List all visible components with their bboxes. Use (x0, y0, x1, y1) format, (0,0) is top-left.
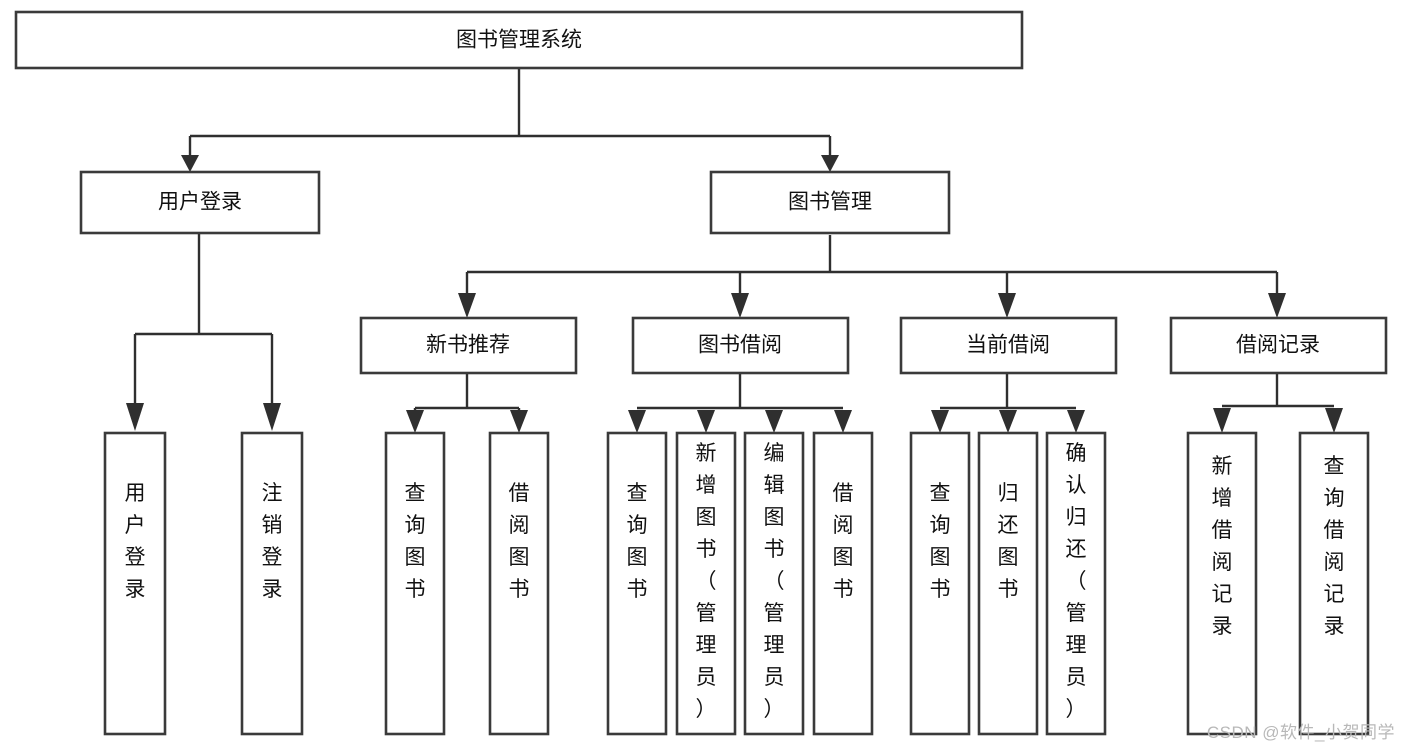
csdn-watermark: CSDN @软件_小贺同学 (1206, 723, 1395, 742)
arrow-head-leaf-user-login (126, 403, 144, 431)
node-book-manage-label: 图书管理 (788, 191, 872, 214)
node-leaf-query-book-2[interactable]: 查询图书 (606, 431, 668, 736)
arrow-head-leaf-add-record (1213, 408, 1231, 433)
node-leaf-borrow-book-2-label: 借阅图书 (833, 482, 854, 601)
arrow-head-leaf-edit-book (765, 410, 783, 433)
node-leaf-user-login-box[interactable] (103, 431, 167, 736)
node-user-login-box[interactable] (79, 170, 321, 235)
node-leaf-add-book-box[interactable] (675, 431, 737, 736)
arrow-head-book-manage (821, 155, 839, 172)
node-leaf-query-record-box[interactable] (1298, 431, 1370, 736)
node-leaf-user-logout[interactable]: 注销登录 (240, 431, 304, 736)
node-borrow-record-box[interactable] (1169, 316, 1388, 375)
node-leaf-query-book-1-box[interactable] (384, 431, 446, 736)
node-book-manage-box[interactable] (709, 170, 951, 235)
node-leaf-return-book-box[interactable] (977, 431, 1039, 736)
node-leaf-query-book-2-box[interactable] (606, 431, 668, 736)
node-leaf-query-book-3[interactable]: 查询图书 (909, 431, 971, 736)
arrow-head-leaf-borrow-book-1 (510, 410, 528, 433)
node-leaf-return-book[interactable]: 归还图书 (977, 431, 1039, 736)
node-book-borrow[interactable]: 图书借阅 (631, 316, 850, 375)
arrow-head-leaf-confirm-return (1067, 410, 1085, 433)
node-root-box[interactable] (14, 10, 1024, 70)
node-leaf-query-book-2-label: 查询图书 (627, 482, 648, 601)
arrow-head-new-book-recommend (458, 293, 476, 318)
node-current-borrow-label: 当前借阅 (966, 334, 1050, 357)
node-leaf-user-login-label: 用户登录 (125, 482, 146, 601)
node-leaf-borrow-book-1[interactable]: 借阅图书 (488, 431, 550, 736)
node-leaf-edit-book-box[interactable] (743, 431, 805, 736)
node-book-manage[interactable]: 图书管理 (709, 170, 951, 235)
node-leaf-edit-book[interactable]: 编辑图书（管理员） (743, 431, 805, 736)
node-book-borrow-label: 图书借阅 (698, 334, 782, 357)
node-leaf-borrow-book-2[interactable]: 借阅图书 (812, 431, 874, 736)
node-user-login[interactable]: 用户登录 (79, 170, 321, 235)
node-leaf-borrow-book-1-box[interactable] (488, 431, 550, 736)
node-borrow-record[interactable]: 借阅记录 (1169, 316, 1388, 375)
arrow-head-leaf-query-book-1 (406, 410, 424, 433)
arrow-head-leaf-query-record (1325, 408, 1343, 433)
node-current-borrow[interactable]: 当前借阅 (899, 316, 1118, 375)
node-leaf-add-record-label: 新增借阅记录 (1212, 455, 1233, 638)
node-root[interactable]: 图书管理系统 (14, 10, 1024, 70)
node-leaf-user-logout-label: 注销登录 (262, 482, 283, 601)
arrow-head-user-login (181, 155, 199, 172)
node-leaf-add-record[interactable]: 新增借阅记录 (1186, 431, 1258, 736)
node-leaf-query-book-3-box[interactable] (909, 431, 971, 736)
arrow-head-book-borrow (731, 293, 749, 318)
node-leaf-confirm-return-label: 确认归还（管理员） (1066, 442, 1087, 721)
node-leaf-confirm-return[interactable]: 确认归还（管理员） (1045, 431, 1107, 736)
node-leaf-query-book-3-label: 查询图书 (930, 482, 951, 601)
node-new-book-recommend-box[interactable] (359, 316, 578, 375)
arrow-head-leaf-return-book (999, 410, 1017, 433)
connector-layer (126, 68, 1343, 433)
node-borrow-record-label: 借阅记录 (1236, 334, 1320, 357)
node-leaf-query-record[interactable]: 查询借阅记录 (1298, 431, 1370, 736)
node-leaf-add-book-label: 新增图书（管理员） (696, 442, 717, 721)
node-leaf-edit-book-label: 编辑图书（管理员） (764, 442, 785, 721)
node-leaf-user-login[interactable]: 用户登录 (103, 431, 167, 736)
arrow-head-leaf-borrow-book-2 (834, 410, 852, 433)
arrow-head-leaf-user-logout (263, 403, 281, 431)
arrow-head-leaf-query-book-2 (628, 410, 646, 433)
node-leaf-borrow-book-1-label: 借阅图书 (509, 482, 530, 601)
node-leaf-borrow-book-2-box[interactable] (812, 431, 874, 736)
node-leaf-query-book-1[interactable]: 查询图书 (384, 431, 446, 736)
node-leaf-user-logout-box[interactable] (240, 431, 304, 736)
node-user-login-label: 用户登录 (158, 191, 242, 214)
node-leaf-add-book[interactable]: 新增图书（管理员） (675, 431, 737, 736)
node-new-book-recommend[interactable]: 新书推荐 (359, 316, 578, 375)
node-leaf-add-record-box[interactable] (1186, 431, 1258, 736)
node-current-borrow-box[interactable] (899, 316, 1118, 375)
node-leaf-query-book-1-label: 查询图书 (405, 482, 426, 601)
node-leaf-confirm-return-box[interactable] (1045, 431, 1107, 736)
node-new-book-recommend-label: 新书推荐 (426, 334, 510, 357)
arrow-head-leaf-query-book-3 (931, 410, 949, 433)
arrow-head-leaf-add-book (697, 410, 715, 433)
node-book-borrow-box[interactable] (631, 316, 850, 375)
node-leaf-return-book-label: 归还图书 (998, 482, 1019, 601)
arrow-head-current-borrow (998, 293, 1016, 318)
node-root-label: 图书管理系统 (456, 29, 582, 52)
node-leaf-query-record-label: 查询借阅记录 (1324, 455, 1345, 638)
arrow-head-borrow-record (1268, 293, 1286, 318)
